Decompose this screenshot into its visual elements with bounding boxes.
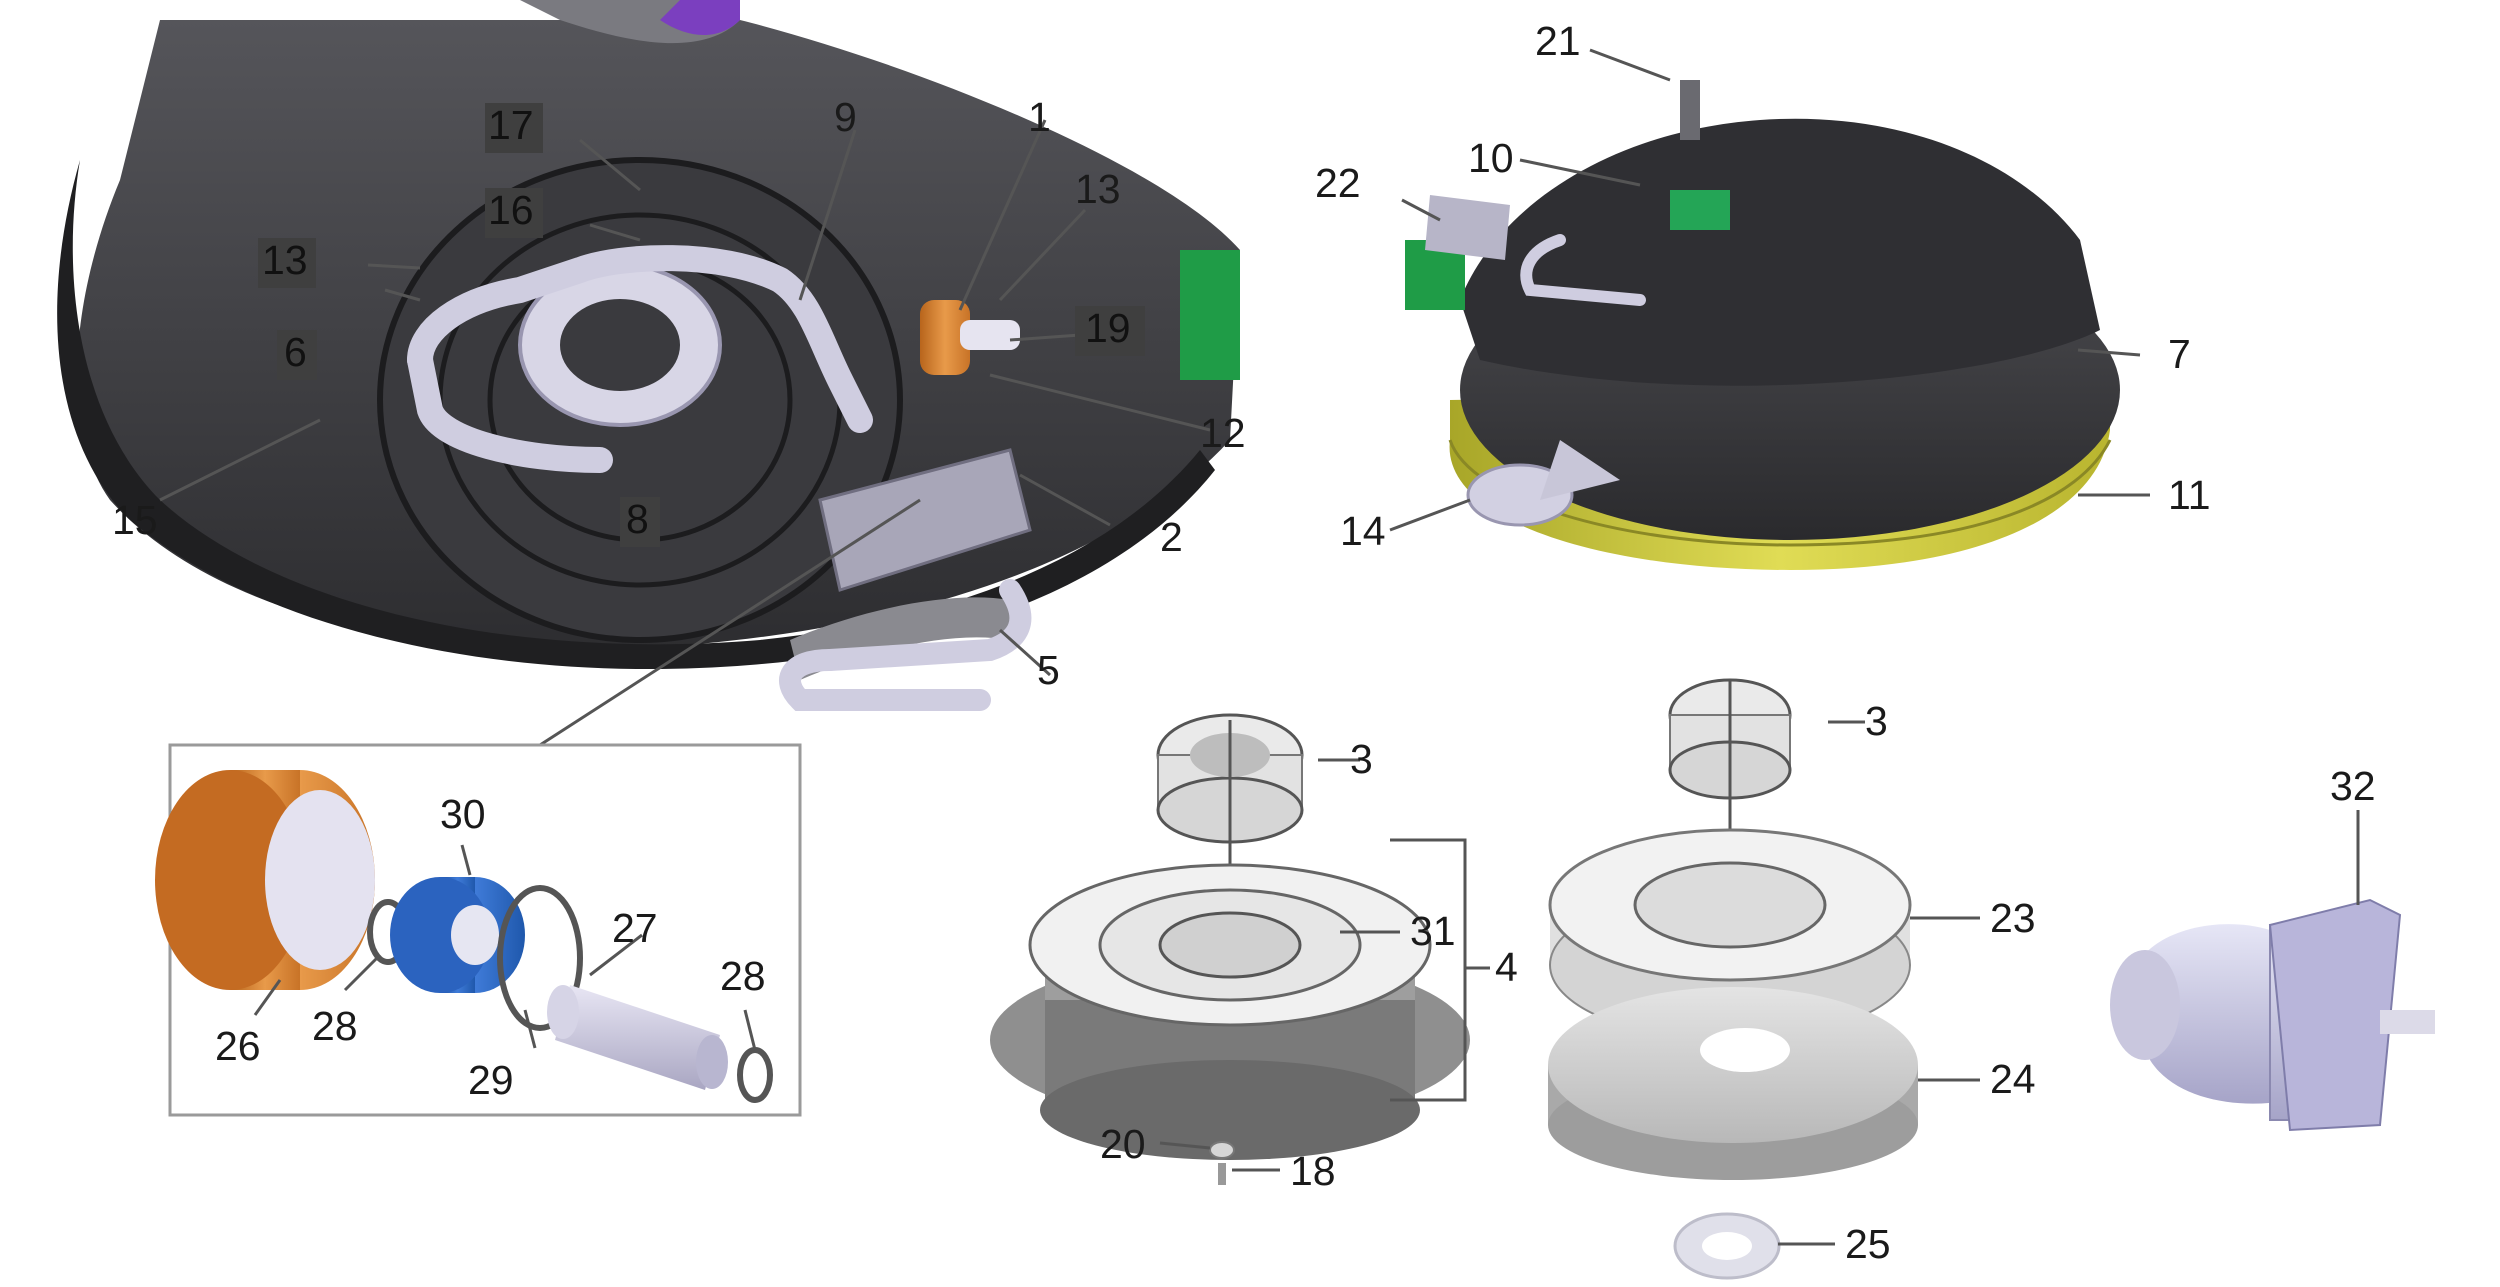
callout-10: 10	[1468, 135, 1514, 181]
callout-11: 11	[2168, 472, 2211, 518]
callout-13-left: 13	[262, 237, 308, 283]
tag-box-13	[258, 238, 316, 288]
callout-4: 4	[1495, 944, 1518, 990]
callout-30: 30	[440, 791, 486, 837]
tag-box-17	[485, 103, 543, 153]
callout-17: 17	[488, 102, 534, 148]
callout-5: 5	[1037, 647, 1060, 693]
callout-20: 20	[1100, 1121, 1146, 1167]
callout-24: 24	[1990, 1056, 2036, 1102]
callout-23: 23	[1990, 895, 2036, 941]
callout-1: 1	[1028, 94, 1051, 140]
callout-19: 19	[1085, 305, 1131, 351]
callout-6: 6	[284, 329, 307, 375]
brush-head-housing-illustration	[57, 0, 1241, 711]
callout-3-brush: 3	[1350, 736, 1373, 782]
callout-16: 16	[488, 187, 534, 233]
callout-7: 7	[2168, 331, 2191, 377]
brush-head-top-illustration	[1405, 80, 2120, 570]
callout-28-right: 28	[720, 953, 766, 999]
pad-driver-illustration	[1548, 678, 1918, 1280]
callout-8: 8	[626, 496, 649, 542]
callout-labels: 1 2 3 3 4 5 6 7 8 9 10 11 12 13 13 14 15…	[112, 18, 2376, 1267]
leader-lines	[159, 48, 2360, 1246]
tag-box-16	[485, 188, 543, 238]
callout-22: 22	[1315, 160, 1361, 206]
callout-21: 21	[1535, 18, 1581, 64]
callout-3-pad: 3	[1865, 698, 1888, 744]
tag-box-19	[1075, 306, 1145, 356]
callout-31: 31	[1410, 908, 1456, 954]
callout-29: 29	[468, 1057, 514, 1103]
callout-14: 14	[1340, 508, 1386, 554]
callout-12: 12	[1200, 410, 1246, 456]
roller-detail-inset	[155, 498, 921, 1117]
callout-18: 18	[1290, 1148, 1336, 1194]
callout-32: 32	[2330, 763, 2376, 809]
callout-15: 15	[112, 497, 158, 543]
callout-2: 2	[1160, 514, 1183, 560]
callout-26: 26	[215, 1023, 261, 1069]
motor-illustration	[2110, 898, 2435, 1132]
callout-13-right: 13	[1075, 166, 1121, 212]
brush-disk-illustration	[990, 713, 1470, 1185]
tag-box-6	[277, 330, 317, 380]
callout-28-left: 28	[312, 1003, 358, 1049]
callout-27: 27	[612, 905, 658, 951]
callout-25: 25	[1845, 1221, 1891, 1267]
tag-box-8	[620, 497, 660, 547]
callout-9: 9	[834, 94, 857, 140]
